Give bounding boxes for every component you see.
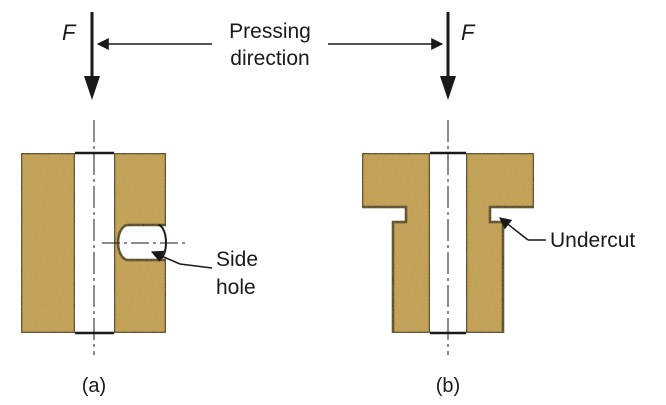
undercut-label: Undercut	[550, 229, 635, 252]
side-hole-label-line2: hole	[216, 276, 256, 299]
caption-b: (b)	[436, 375, 460, 397]
side-hole-leader	[150, 250, 213, 269]
force-arrow-left	[84, 12, 100, 100]
part-a	[19, 120, 188, 355]
caption-a: (a)	[82, 375, 106, 397]
part-b	[360, 120, 536, 355]
pressing-direction-label-line1: Pressing	[229, 20, 311, 43]
pressing-direction-label-line2: direction	[230, 47, 309, 70]
force-label-right: F	[461, 20, 476, 45]
side-hole-label-line1: Side	[216, 248, 258, 271]
force-arrow-right	[440, 12, 456, 100]
force-label-left: F	[62, 20, 77, 45]
undercut-leader	[499, 217, 546, 241]
